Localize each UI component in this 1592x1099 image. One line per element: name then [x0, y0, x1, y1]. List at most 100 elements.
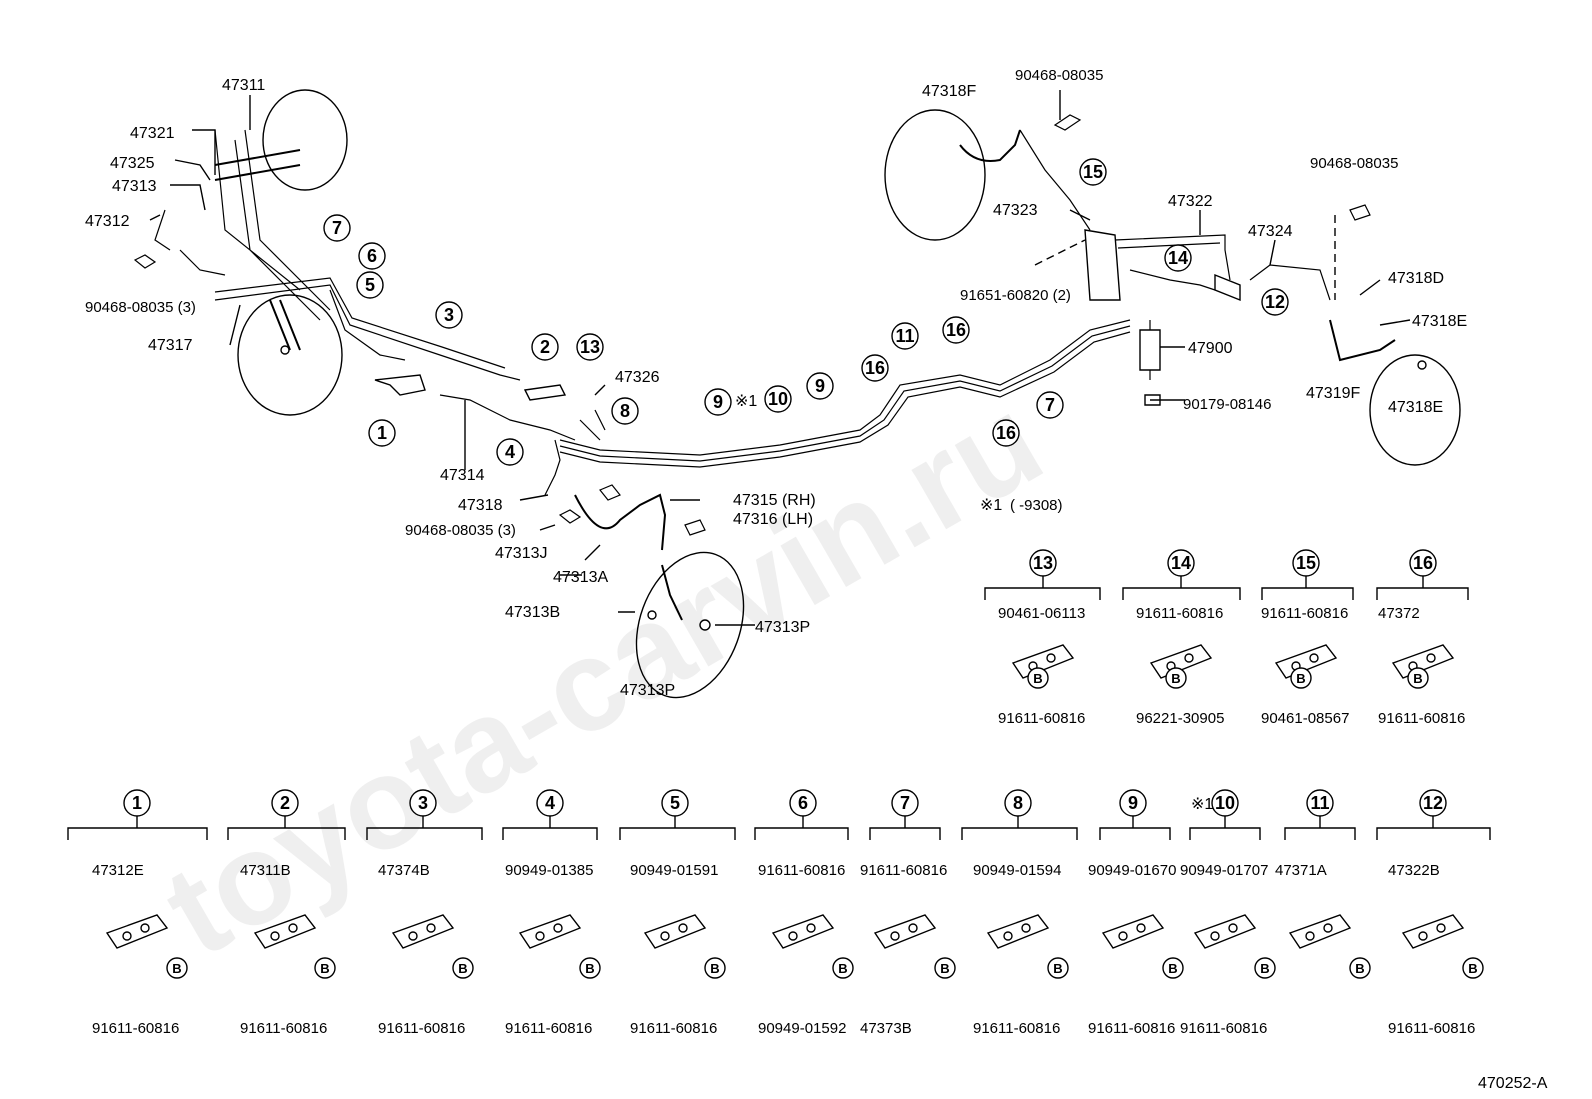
svg-text:B: B [838, 961, 847, 976]
callout-circle [704, 388, 732, 416]
group-label-top: 47371A [1275, 862, 1327, 879]
group-label-top: 47374B [378, 862, 430, 879]
b-mark-icon: B [1047, 957, 1069, 979]
bracket-part [391, 914, 455, 949]
bracket-part [1101, 914, 1165, 949]
callout-circle [942, 316, 970, 344]
group-bracket [869, 816, 941, 840]
svg-text:B: B [940, 961, 949, 976]
group-callout-5: 5 [661, 789, 689, 817]
callout-number: 15 [1296, 553, 1316, 573]
group-label-top: 90461-06113 [998, 605, 1085, 622]
callout-12: 12 [1261, 288, 1289, 316]
b-mark-icon: B [704, 957, 726, 979]
svg-text:B: B [1260, 961, 1269, 976]
label-47318: 47318 [458, 497, 503, 514]
callout-circle [576, 333, 604, 361]
b-mark-icon: B [314, 957, 336, 979]
front-pipe-run [439, 319, 1131, 699]
callout-6: 6 [358, 242, 386, 270]
b-mark-icon: B [1254, 957, 1276, 979]
callout-circle [764, 385, 792, 413]
callout-11: 11 [891, 322, 919, 350]
callout-number: 11 [895, 326, 914, 346]
bracket-part [986, 914, 1050, 949]
group-callout-7: 7 [891, 789, 919, 817]
callout-circle [992, 419, 1020, 447]
bracket-part [518, 914, 582, 949]
group-label-bottom: 91611-60816 [505, 1020, 592, 1037]
bracket-part [1274, 644, 1338, 679]
parts-group-2: 2B 47311B 91611-60816 [227, 789, 346, 1037]
callout-number: 8 [1013, 793, 1023, 813]
callout-number: 11 [1310, 793, 1329, 813]
parts-group-5: 5B 90949-01591 91611-60816 [619, 789, 736, 1037]
group-label-top: 47311B [240, 862, 291, 879]
group-label-bottom: 90949-01592 [758, 1020, 846, 1037]
callout-number: 12 [1265, 292, 1285, 312]
svg-text:B: B [1168, 961, 1177, 976]
svg-text:B: B [1413, 671, 1422, 686]
group-label-top: 91611-60816 [1136, 605, 1223, 622]
group-callout-2: 2 [271, 789, 299, 817]
bracket-part [643, 914, 707, 949]
group-bracket [1099, 816, 1171, 840]
callout-circle [323, 214, 351, 242]
b-mark-icon: B [1165, 667, 1187, 689]
group-label-bottom: 47373B [860, 1020, 912, 1037]
b-mark-icon: B [1162, 957, 1184, 979]
svg-text:B: B [585, 961, 594, 976]
callout-circle [356, 271, 384, 299]
label-90179-08146: 90179-08146 [1183, 396, 1271, 413]
bracket-part [105, 914, 169, 949]
group-label-top: 91611-60816 [1261, 605, 1348, 622]
footnote-ref-mark: ※1 [735, 393, 757, 410]
group-label-top: 90949-01591 [630, 862, 718, 879]
label-47314: 47314 [440, 467, 485, 484]
callout-16: 16 [992, 419, 1020, 447]
callout-number: 1 [377, 423, 387, 443]
b-mark-icon: B [1027, 667, 1049, 689]
footnote-text: ( -9308) [1010, 497, 1063, 514]
callout-number: 12 [1423, 793, 1443, 813]
diagram-code: 470252-A [1478, 1075, 1548, 1092]
footnote-ref-mark: ※1 [1191, 796, 1213, 813]
group-label-bottom: 91611-60816 [240, 1020, 327, 1037]
group-label-top: 91611-60816 [758, 862, 845, 879]
callout-number: 16 [1413, 553, 1433, 573]
callout-number: 13 [580, 337, 600, 357]
callout-number: 16 [946, 320, 966, 340]
label-47317: 47317 [148, 337, 193, 354]
bracket-part [253, 914, 317, 949]
group-bracket [1284, 816, 1356, 840]
callout-1: 1 [368, 419, 396, 447]
group-label-bottom: 90461-08567 [1261, 710, 1349, 727]
svg-text:B: B [458, 961, 467, 976]
front-brake-assembly [154, 89, 567, 416]
clip-icons [133, 114, 1371, 536]
callout-number: 16 [865, 358, 885, 378]
label-47318E-a: 47318E [1412, 313, 1467, 330]
callout-8: 8 [611, 397, 639, 425]
label-47313P-a: 47313P [755, 619, 810, 636]
label-47318F: 47318F [922, 83, 976, 100]
group-label-bottom: 91611-60816 [630, 1020, 717, 1037]
callout-number: 6 [367, 246, 377, 266]
group-bracket [1189, 816, 1261, 840]
bracket-part [1401, 914, 1465, 949]
group-callout-13: 13 [1029, 549, 1057, 577]
group-callout-1: 1 [123, 789, 151, 817]
callout-number: 2 [280, 793, 290, 813]
group-bracket [1261, 576, 1354, 600]
callout-number: 5 [670, 793, 680, 813]
callout-16: 16 [942, 316, 970, 344]
label-47316: 47316 (LH) [733, 511, 813, 528]
label-90468-08035-3-mid: 90468-08035 (3) [405, 522, 516, 539]
b-mark-icon: B [579, 957, 601, 979]
